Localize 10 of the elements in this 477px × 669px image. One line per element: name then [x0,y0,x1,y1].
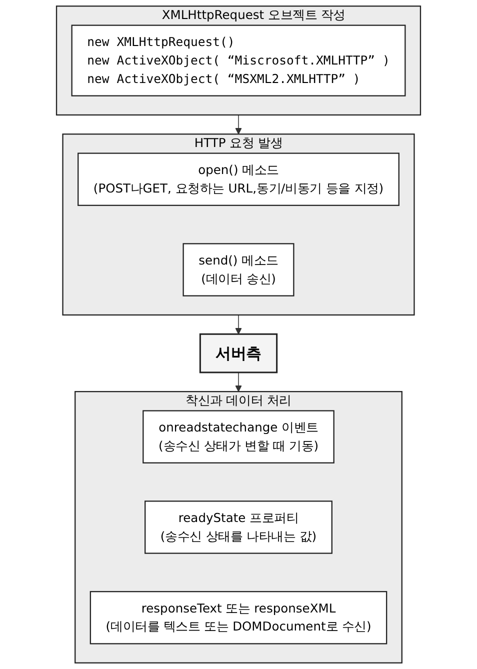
node-box: send() 메소드 (데이터 송신) [182,243,294,296]
node-box: onreadstatechange 이벤트 (송수신 상태가 변할 때 기동) [142,410,334,464]
arrow [235,372,242,392]
node-box: responseText 또는 responseXML (데이터를 텍스트 또는 DOMDocument로 수신) [90,591,388,644]
node-box: readyState 프로퍼티 (송수신 상태를 나타내는 값) [144,500,332,554]
node-box: open() 메소드 (POST나GET, 요청하는 URL,동기/비동기 등을 지정) [78,152,400,206]
arrow [235,314,242,334]
arrow [235,114,242,134]
node-box: new XMLHttpRequest() new ActiveXObject( “Miscrosoft.XMLHTTP” ) new ActiveXObject( “MSXML2.XMLHTTP” ) [71,24,406,96]
node-box: 서버측 [199,333,278,374]
